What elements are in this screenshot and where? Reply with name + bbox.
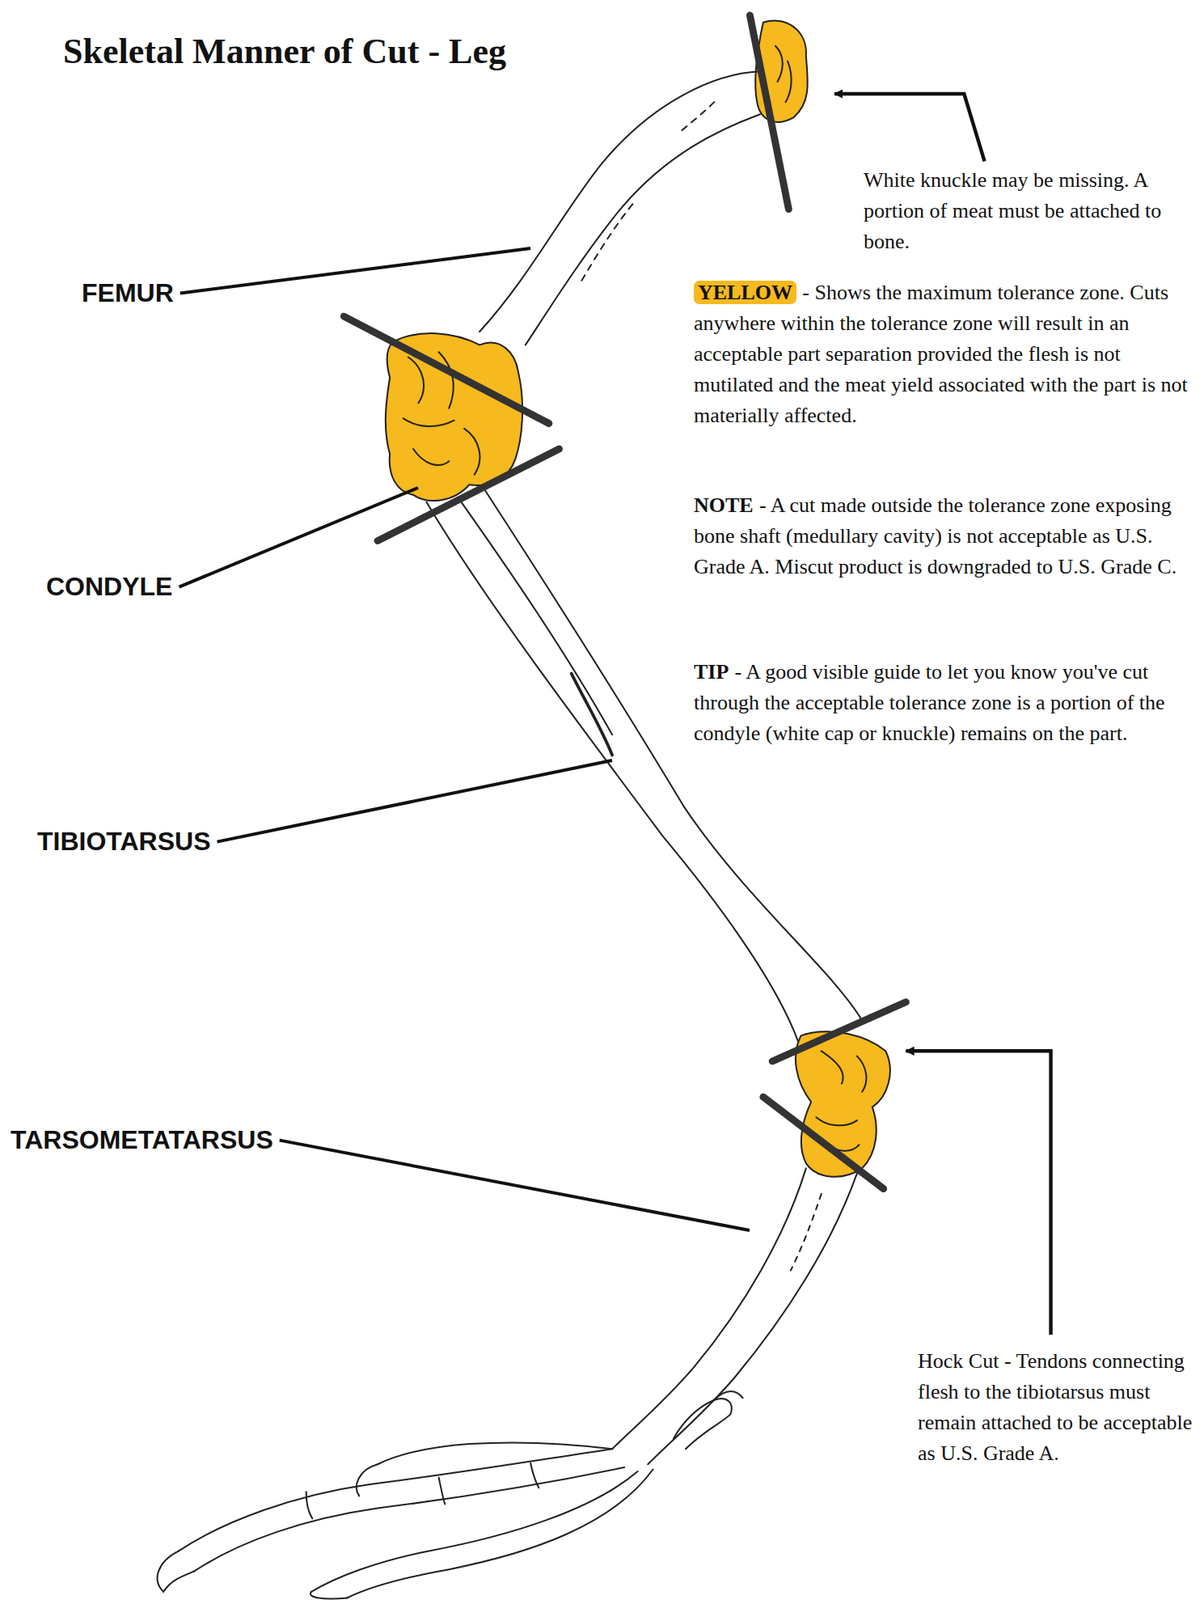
legend-swatch: YELLOW — [693, 280, 797, 305]
bone-detail — [306, 1462, 540, 1518]
claw — [713, 1390, 743, 1400]
bone-label: TARSOMETATARSUS — [10, 1125, 274, 1154]
leader-line — [178, 487, 419, 588]
note-text: - A good visible guide to let you know y… — [693, 659, 1166, 745]
page-title: Skeletal Manner of Cut - Leg — [63, 30, 507, 72]
bone-detail — [571, 673, 613, 756]
callout-arrow — [905, 1050, 1051, 1335]
note-block: NOTE- A cut made outside the tolerance z… — [693, 490, 1194, 583]
toe — [311, 1470, 638, 1592]
callout-arrow — [834, 93, 985, 161]
legend-label: YELLOW — [697, 280, 793, 305]
toe — [377, 1441, 613, 1464]
bone-label: TIBIOTARSUS — [37, 827, 212, 856]
claw — [157, 1550, 195, 1591]
toe — [178, 1448, 613, 1551]
bone-label: CONDYLE — [46, 572, 173, 601]
claw — [310, 1591, 347, 1599]
callout-note: White knuckle may be missing. A portion … — [863, 168, 1162, 254]
bone-label: FEMUR — [81, 278, 174, 308]
toe — [346, 1469, 653, 1598]
cut-line — [749, 15, 789, 210]
fibula — [460, 502, 613, 736]
cut-line — [763, 1096, 884, 1189]
bone-detail — [815, 1050, 867, 1150]
claw — [356, 1463, 378, 1496]
note-heading: TIP — [693, 659, 729, 684]
bone-detail — [775, 46, 792, 102]
note-heading: NOTE — [693, 493, 754, 517]
leader-line — [180, 248, 531, 294]
note-block: Hock Cut - Tendons connecting flesh to t… — [917, 1345, 1197, 1469]
tibiotarsus-shaft — [426, 502, 799, 1041]
note-block: White knuckle may be missing. A portion … — [863, 164, 1204, 258]
note-block: TIP- A good visible guide to let you kno… — [693, 656, 1194, 749]
leader-line — [279, 1140, 750, 1230]
femur-shaft — [525, 114, 761, 345]
bone-detail — [581, 101, 714, 281]
bone-detail — [790, 1193, 822, 1271]
hind-toe — [673, 1398, 732, 1449]
leader-line — [217, 760, 613, 842]
note-text: - A cut made outside the tolerance zone … — [693, 493, 1177, 579]
callout-note: Hock Cut - Tendons connecting flesh to t… — [917, 1348, 1192, 1465]
cut-line — [772, 1001, 906, 1061]
cut-line — [343, 316, 550, 423]
note-block: YELLOW- Shows the maximum tolerance zone… — [693, 277, 1194, 431]
